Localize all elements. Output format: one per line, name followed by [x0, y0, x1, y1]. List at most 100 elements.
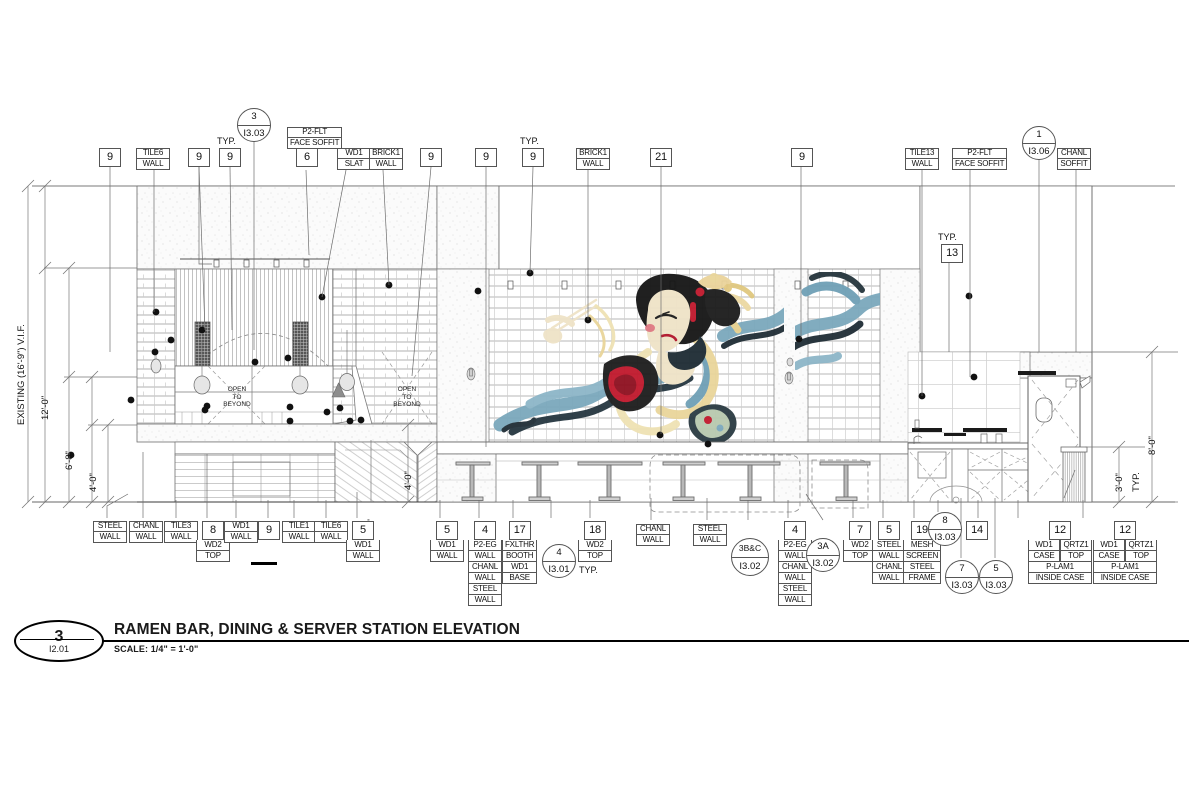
- material-tag[interactable]: SOFFIT: [1057, 159, 1091, 170]
- keynote-number-tag[interactable]: 7: [849, 521, 871, 540]
- material-tag[interactable]: WALL: [576, 159, 610, 170]
- keynote-tag[interactable]: 14: [966, 521, 988, 540]
- material-tag[interactable]: WD1: [224, 521, 258, 532]
- material-tag[interactable]: STEEL: [872, 540, 906, 551]
- keynote-number-tag[interactable]: 4: [474, 521, 496, 540]
- material-tag[interactable]: WD2: [196, 540, 230, 551]
- keynote-number-tag[interactable]: 9: [420, 148, 442, 167]
- material-tag[interactable]: WALL: [468, 595, 502, 606]
- material-tag[interactable]: TILE6: [136, 148, 170, 159]
- material-tag[interactable]: WALL: [778, 573, 812, 584]
- material-tag[interactable]: P-LAM1: [1028, 562, 1092, 573]
- keynote-number-tag[interactable]: 5: [352, 521, 374, 540]
- material-tag[interactable]: WALL: [872, 551, 906, 562]
- material-tag[interactable]: WD2: [578, 540, 612, 551]
- material-tag[interactable]: BRICK1: [576, 148, 610, 159]
- material-tag[interactable]: WALL: [136, 159, 170, 170]
- material-tag[interactable]: QRTZ1: [1060, 540, 1092, 551]
- material-tag[interactable]: SLAT: [337, 159, 371, 170]
- material-tag[interactable]: WD1: [502, 562, 538, 573]
- material-tag[interactable]: WALL: [872, 573, 906, 584]
- keynote-number-tag[interactable]: 17: [508, 521, 531, 540]
- keynote-number-tag[interactable]: 18: [584, 521, 606, 540]
- material-tag[interactable]: TILE6: [314, 521, 348, 532]
- material-tag[interactable]: STEEL: [778, 584, 812, 595]
- material-tag[interactable]: INSIDE CASE: [1028, 573, 1092, 584]
- material-tag[interactable]: WALL: [164, 532, 198, 543]
- material-tag[interactable]: CHANL: [872, 562, 906, 573]
- material-tag[interactable]: FRAME: [903, 573, 942, 584]
- keynote-number-tag[interactable]: 9: [258, 521, 280, 540]
- material-tag[interactable]: CASE: [1028, 551, 1060, 562]
- keynote-tag[interactable]: 9: [522, 148, 544, 167]
- material-tag[interactable]: CHANL: [636, 524, 670, 535]
- material-tag[interactable]: WALL: [224, 532, 258, 543]
- material-tag[interactable]: WALL: [693, 535, 727, 546]
- keynote-number-tag[interactable]: 9: [219, 148, 241, 167]
- material-tag[interactable]: TOP: [1060, 551, 1092, 562]
- material-tag[interactable]: TILE3: [164, 521, 198, 532]
- material-tag[interactable]: INSIDE CASE: [1093, 573, 1157, 584]
- material-tag[interactable]: WALL: [468, 573, 502, 584]
- keynote-tag[interactable]: 9: [99, 148, 121, 167]
- material-tag[interactable]: STEEL: [903, 562, 942, 573]
- keynote-tag[interactable]: 21: [650, 148, 672, 167]
- material-tag[interactable]: CHANL: [468, 562, 502, 573]
- material-tag[interactable]: TILE13: [905, 148, 939, 159]
- keynote-number-tag[interactable]: 9: [99, 148, 121, 167]
- keynote-number-tag[interactable]: 14: [966, 521, 988, 540]
- material-tag[interactable]: CASE: [1093, 551, 1125, 562]
- keynote-number-tag[interactable]: 12: [1114, 521, 1136, 540]
- material-tag[interactable]: SCREEN: [903, 551, 942, 562]
- detail-bubble-title[interactable]: 3 I2.01: [14, 620, 104, 662]
- material-tag[interactable]: WALL: [636, 535, 670, 546]
- keynote-number-tag[interactable]: 8: [202, 521, 224, 540]
- material-tag[interactable]: BRICK1: [369, 148, 403, 159]
- material-tag[interactable]: WALL: [93, 532, 127, 543]
- material-tag[interactable]: WALL: [468, 551, 502, 562]
- material-tag[interactable]: WALL: [778, 595, 812, 606]
- keynote-tag[interactable]: 9: [258, 521, 280, 540]
- keynote-number-tag[interactable]: 5: [878, 521, 900, 540]
- keynote-tag[interactable]: 6: [296, 148, 318, 167]
- material-tag[interactable]: WD1: [1028, 540, 1060, 551]
- material-tag[interactable]: P2-EG: [468, 540, 502, 551]
- keynote-number-tag[interactable]: 13: [941, 244, 963, 263]
- material-tag[interactable]: WD1: [346, 540, 380, 551]
- material-tag[interactable]: WD1: [337, 148, 371, 159]
- keynote-number-tag[interactable]: 9: [522, 148, 544, 167]
- keynote-number-tag[interactable]: 12: [1049, 521, 1071, 540]
- material-tag[interactable]: WALL: [314, 532, 348, 543]
- material-tag[interactable]: P2-FLT: [287, 127, 343, 138]
- material-tag[interactable]: CHANL: [1057, 148, 1091, 159]
- material-tag[interactable]: BOOTH: [502, 551, 538, 562]
- material-tag[interactable]: STEEL: [468, 584, 502, 595]
- material-tag[interactable]: WD1: [430, 540, 464, 551]
